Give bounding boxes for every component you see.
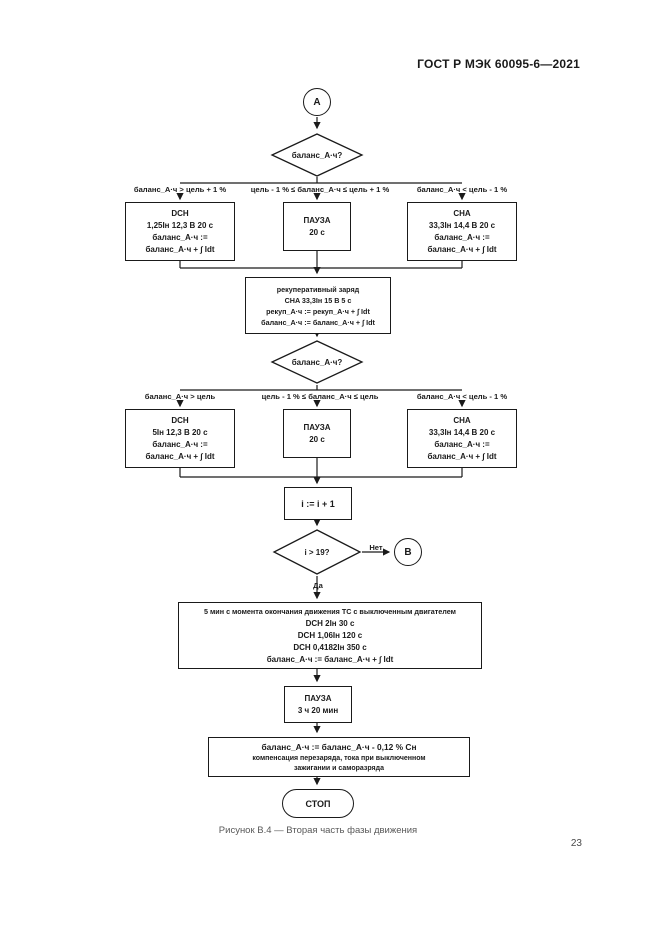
box-line: DCH (171, 415, 189, 425)
box-line: DCH 2Iн 30 с (305, 618, 355, 628)
box-line: CHA (453, 208, 471, 218)
box-line: баланс_А·ч := баланс_А·ч + ∫ Idt (261, 317, 375, 327)
pause-box-2: ПАУЗА 20 с (283, 409, 351, 458)
yes-branch-label: Да (313, 581, 323, 590)
cha-box-1: CHA 33,3Iн 14,4 В 20 с баланс_А·ч := бал… (407, 202, 517, 261)
box-line: баланс_А·ч + ∫ Idt (145, 451, 215, 461)
branch2-right-condition: баланс_А·ч < цель - 1 % (416, 392, 508, 401)
box-line: баланс_А·ч + ∫ Idt (427, 451, 497, 461)
no-branch-label: Нет (369, 543, 383, 552)
box-line: 33,3Iн 14,4 В 20 с (428, 220, 496, 230)
decision-iteration-label: i > 19? (304, 547, 330, 557)
dch-box-2: DCH 5Iн 12,3 В 20 с баланс_А·ч := баланс… (125, 409, 235, 468)
recuperative-charge-box: рекуперативный заряд CHA 33,3Iн 15 В 5 с… (245, 277, 391, 334)
box-line: баланс_А·ч := (434, 439, 490, 449)
stop-label: СТОП (305, 798, 331, 809)
box-line: компенсация перезаряда, тока при выключе… (252, 755, 426, 762)
decision-balance-2-label: баланс_А·ч? (291, 357, 343, 367)
box-line: 33,3Iн 14,4 В 20 с (428, 427, 496, 437)
dch-box-1: DCH 1,25Iн 12,3 В 20 с баланс_А·ч := бал… (125, 202, 235, 261)
box-line: баланс_А·ч := баланс_А·ч - 0,12 % Сн (261, 742, 417, 752)
box-line: ПАУЗА (303, 422, 331, 432)
box-line: баланс_А·ч := (152, 232, 208, 242)
branch1-right-condition: баланс_А·ч < цель - 1 % (416, 185, 508, 194)
decision-iteration: i > 19? (272, 529, 362, 575)
compensation-box: баланс_А·ч := баланс_А·ч - 0,12 % Сн ком… (208, 737, 470, 777)
branch1-left-condition: баланс_А·ч > цель + 1 % (133, 185, 227, 194)
diamond-shape (272, 529, 362, 575)
box-line: ПАУЗА (304, 693, 332, 703)
connector-a-label: А (313, 96, 321, 108)
box-line: 5 мин с момента окончания движения ТС с … (204, 606, 456, 616)
box-line: ПАУЗА (303, 215, 331, 225)
stop-terminator: СТОП (282, 789, 354, 818)
box-line: зажигании и саморазряда (294, 764, 384, 772)
box-line: рекуперативный заряд (276, 284, 360, 294)
connector-b-label: В (404, 546, 412, 558)
box-line: 3 ч 20 мин (297, 705, 339, 715)
diamond-shape (270, 133, 364, 177)
branch2-left-condition: баланс_А·ч > цель (144, 392, 216, 401)
box-line: i := i + 1 (301, 498, 335, 509)
box-line: баланс_А·ч + ∫ Idt (427, 244, 497, 254)
pause-box-3: ПАУЗА 3 ч 20 мин (284, 686, 352, 723)
decision-balance-1: баланс_А·ч? (270, 133, 364, 177)
box-line: DCH (171, 208, 189, 218)
branch1-mid-condition: цель - 1 % ≤ баланс_А·ч ≤ цель + 1 % (250, 185, 390, 194)
figure-caption: Рисунок В.4 — Вторая часть фазы движения (218, 825, 418, 836)
connector-b: В (394, 538, 422, 566)
decision-balance-1-label: баланс_А·ч? (291, 150, 343, 160)
box-line: баланс_А·ч := (152, 439, 208, 449)
box-line: 20 с (309, 434, 325, 444)
pause-box-1: ПАУЗА 20 с (283, 202, 351, 251)
engine-off-box: 5 мин с момента окончания движения ТС с … (178, 602, 482, 669)
box-line: 1,25Iн 12,3 В 20 с (146, 220, 214, 230)
box-line: рекуп_А·ч := рекуп_А·ч + ∫ Idt (266, 306, 370, 316)
box-line: DCH 0,4182Iн 350 с (293, 642, 367, 652)
cha-box-2: CHA 33,3Iн 14,4 В 20 с баланс_А·ч := бал… (407, 409, 517, 468)
box-line: баланс_А·ч := баланс_А·ч + ∫ Idt (266, 654, 394, 664)
box-line: 20 с (309, 227, 325, 237)
box-line: баланс_А·ч := (434, 232, 490, 242)
box-line: баланс_А·ч + ∫ Idt (145, 244, 215, 254)
branch2-mid-condition: цель - 1 % ≤ баланс_А·ч ≤ цель (261, 392, 379, 401)
box-line: CHA 33,3Iн 15 В 5 с (284, 295, 352, 305)
box-line: DCH 1,06Iн 120 с (297, 630, 363, 640)
connector-a: А (303, 88, 331, 116)
box-line: 5Iн 12,3 В 20 с (152, 427, 208, 437)
standard-title: ГОСТ Р МЭК 60095-6—2021 (417, 57, 580, 71)
increment-box: i := i + 1 (284, 487, 352, 520)
page-number: 23 (570, 838, 582, 849)
decision-balance-2: баланс_А·ч? (270, 340, 364, 384)
diamond-shape (270, 340, 364, 384)
box-line: CHA (453, 415, 471, 425)
